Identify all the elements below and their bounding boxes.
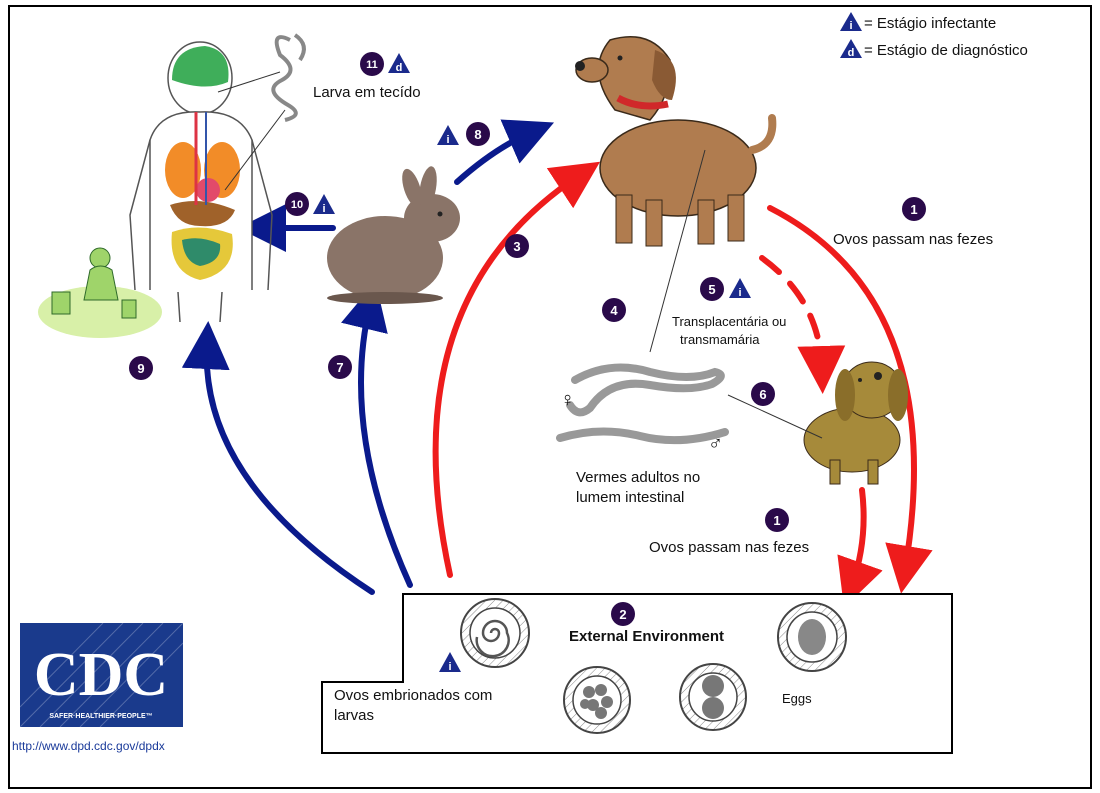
svg-text:9: 9 <box>137 361 144 376</box>
svg-text:8: 8 <box>474 127 481 142</box>
cdc-logo-text: CDC <box>34 641 168 709</box>
step-3: 3 <box>505 234 529 258</box>
step-8: 8 <box>466 122 490 146</box>
larva-in-tissue-label: Larva em tecído <box>313 84 421 101</box>
svg-text:2: 2 <box>619 607 626 622</box>
svg-text:i: i <box>322 203 325 215</box>
eggs-label: Eggs <box>782 691 812 706</box>
svg-text:1: 1 <box>910 202 917 217</box>
svg-text:1: 1 <box>773 513 780 528</box>
step-1-top: 1 <box>902 197 926 221</box>
female-symbol: ♀ <box>560 389 575 411</box>
svg-text:d: d <box>848 47 855 59</box>
external-environment-box <box>322 594 952 753</box>
egg-embryonated-larva <box>461 599 529 667</box>
svg-text:10: 10 <box>291 199 303 211</box>
eggs-in-feces-label-top: Ovos passam nas fezes <box>833 231 993 248</box>
svg-text:4: 4 <box>610 303 618 318</box>
step-7: 7 <box>328 355 352 379</box>
svg-text:i: i <box>738 287 741 299</box>
cdc-logo: CDC SAFER·HEALTHIER·PEOPLE™ <box>20 623 183 727</box>
svg-text:i: i <box>446 134 449 146</box>
step-4: 4 <box>602 298 626 322</box>
male-symbol: ♂ <box>708 433 723 455</box>
svg-text:i: i <box>849 20 852 32</box>
step-6: 6 <box>751 382 775 406</box>
svg-text:d: d <box>396 62 403 74</box>
cdc-url-link[interactable]: http://www.dpd.cdc.gov/dpdx <box>12 739 165 753</box>
heart <box>196 178 220 202</box>
embryonated-label-line1: Ovos embrionados com <box>334 687 492 704</box>
svg-text:7: 7 <box>336 360 343 375</box>
egg-unembryonated <box>778 603 846 671</box>
transplacental-label-line2: transmamária <box>680 332 760 347</box>
step-5: 5 <box>700 277 724 301</box>
external-environment-label: External Environment <box>569 628 724 645</box>
adult-worms-label-line1: Vermes adultos no <box>576 469 700 486</box>
step-9: 9 <box>129 356 153 380</box>
transplacental-label-line1: Transplacentária ou <box>672 314 786 329</box>
step-1-bottom: 1 <box>765 508 789 532</box>
adult-worms-label-line2: lumem intestinal <box>576 489 684 506</box>
eggs-in-feces-label-bottom: Ovos passam nas fezes <box>649 539 809 556</box>
svg-text:5: 5 <box>708 282 715 297</box>
step-10: 10 <box>285 192 309 216</box>
embryonated-label-line2: larvas <box>334 707 374 724</box>
svg-text:11: 11 <box>366 59 378 71</box>
step-2: 2 <box>611 602 635 626</box>
cdc-tagline: SAFER·HEALTHIER·PEOPLE™ <box>49 713 152 720</box>
legend-diagnostic-label: = Estágio de diagnóstico <box>864 42 1028 59</box>
svg-text:3: 3 <box>513 239 520 254</box>
egg-two-cell <box>680 664 746 730</box>
egg-morula <box>564 667 630 733</box>
svg-text:6: 6 <box>759 387 766 402</box>
legend-infective-label: = Estágio infectante <box>864 15 996 32</box>
step-11: 11 <box>360 52 384 76</box>
svg-text:i: i <box>448 661 451 673</box>
